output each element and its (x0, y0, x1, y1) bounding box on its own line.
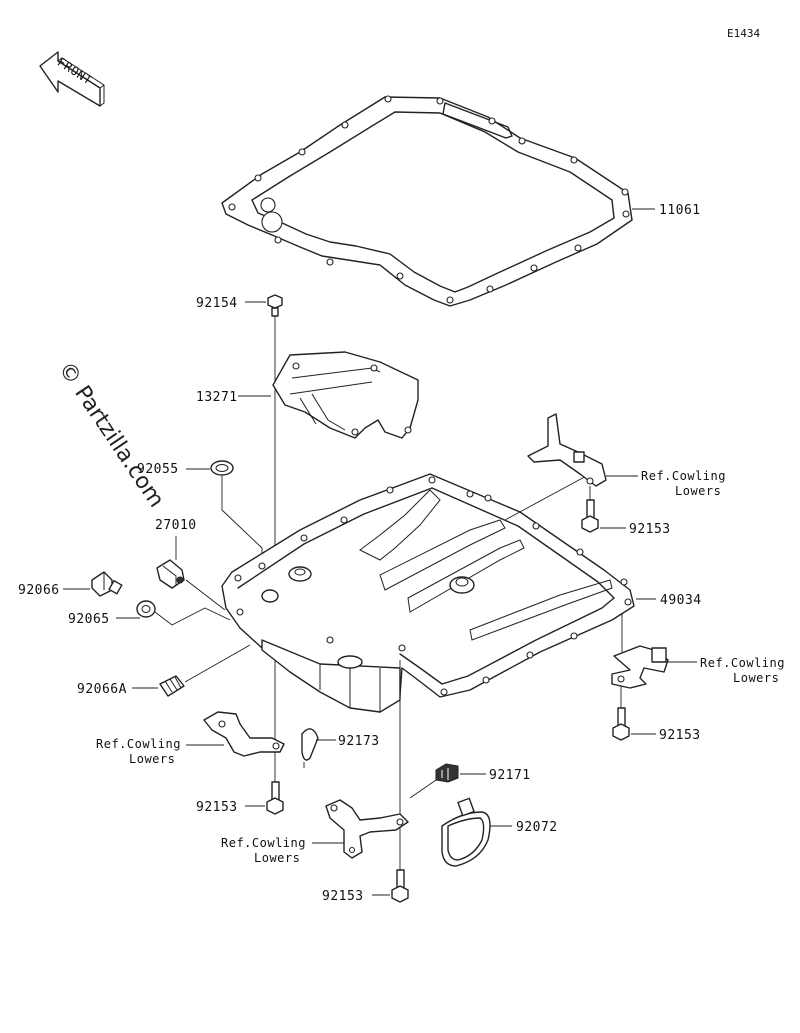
label-92153-left: 92153 (196, 800, 238, 815)
baffle-plate-13271 (238, 351, 419, 439)
ref-cowling-2-line2: Lowers (733, 671, 779, 685)
washer-92065 (116, 600, 231, 626)
bolt-92153-bottom (372, 828, 409, 903)
label-13271: 13271 (196, 390, 238, 405)
label-92055: 92055 (137, 462, 179, 477)
label-92153-upper-right: 92153 (629, 522, 671, 537)
ref-cowling-4-line1: Ref.Cowling (221, 836, 306, 850)
label-92072: 92072 (516, 820, 558, 835)
clamp-92173 (301, 728, 336, 768)
ref-cowling-1-line1: Ref.Cowling (641, 469, 726, 483)
cowling-bracket-bottom (312, 660, 409, 859)
cowling-bracket-upper-right (527, 413, 638, 487)
ref-cowling-2-line1: Ref.Cowling (700, 656, 785, 670)
cowling-bracket-left (186, 711, 285, 757)
label-92154: 92154 (196, 296, 238, 311)
oil-pressure-switch-27010 (156, 536, 226, 611)
bolt-92153-left (245, 781, 284, 815)
label-49034: 49034 (660, 593, 702, 608)
label-92171: 92171 (489, 768, 531, 783)
label-11061: 11061 (659, 203, 701, 218)
front-arrow-icon: FRONT (39, 51, 105, 107)
cowling-bracket-right (611, 614, 697, 689)
label-92066: 92066 (18, 583, 60, 598)
ref-cowling-3-line2: Lowers (129, 752, 175, 766)
label-92066A: 92066A (77, 682, 127, 697)
label-92065: 92065 (68, 612, 110, 627)
bolt-92154 (245, 294, 283, 317)
gasket-bolt-holes (228, 95, 630, 304)
band-92072 (441, 797, 512, 867)
oil-pan-bolt-holes (234, 476, 632, 696)
plug-92066A (132, 644, 251, 697)
label-27010: 27010 (155, 518, 197, 533)
clip-92171 (409, 763, 486, 799)
ref-cowling-1-line2: Lowers (675, 484, 721, 498)
oil-pan-49034 (221, 473, 656, 713)
bolt-92153-right (612, 686, 656, 741)
ref-cowling-3-line1: Ref.Cowling (96, 737, 181, 751)
label-92153-bottom: 92153 (322, 889, 364, 904)
o-ring-92055 (186, 460, 263, 560)
bolt-92153-upper-right (581, 486, 626, 533)
diagram-code: E1434 (727, 27, 760, 40)
watermark: © Partzilla.com (53, 357, 169, 512)
drain-plug-92066 (63, 571, 123, 597)
ref-cowling-4-line2: Lowers (254, 851, 300, 865)
oil-pan-gasket (221, 95, 655, 307)
label-92173: 92173 (338, 734, 380, 749)
label-92153-right: 92153 (659, 728, 701, 743)
